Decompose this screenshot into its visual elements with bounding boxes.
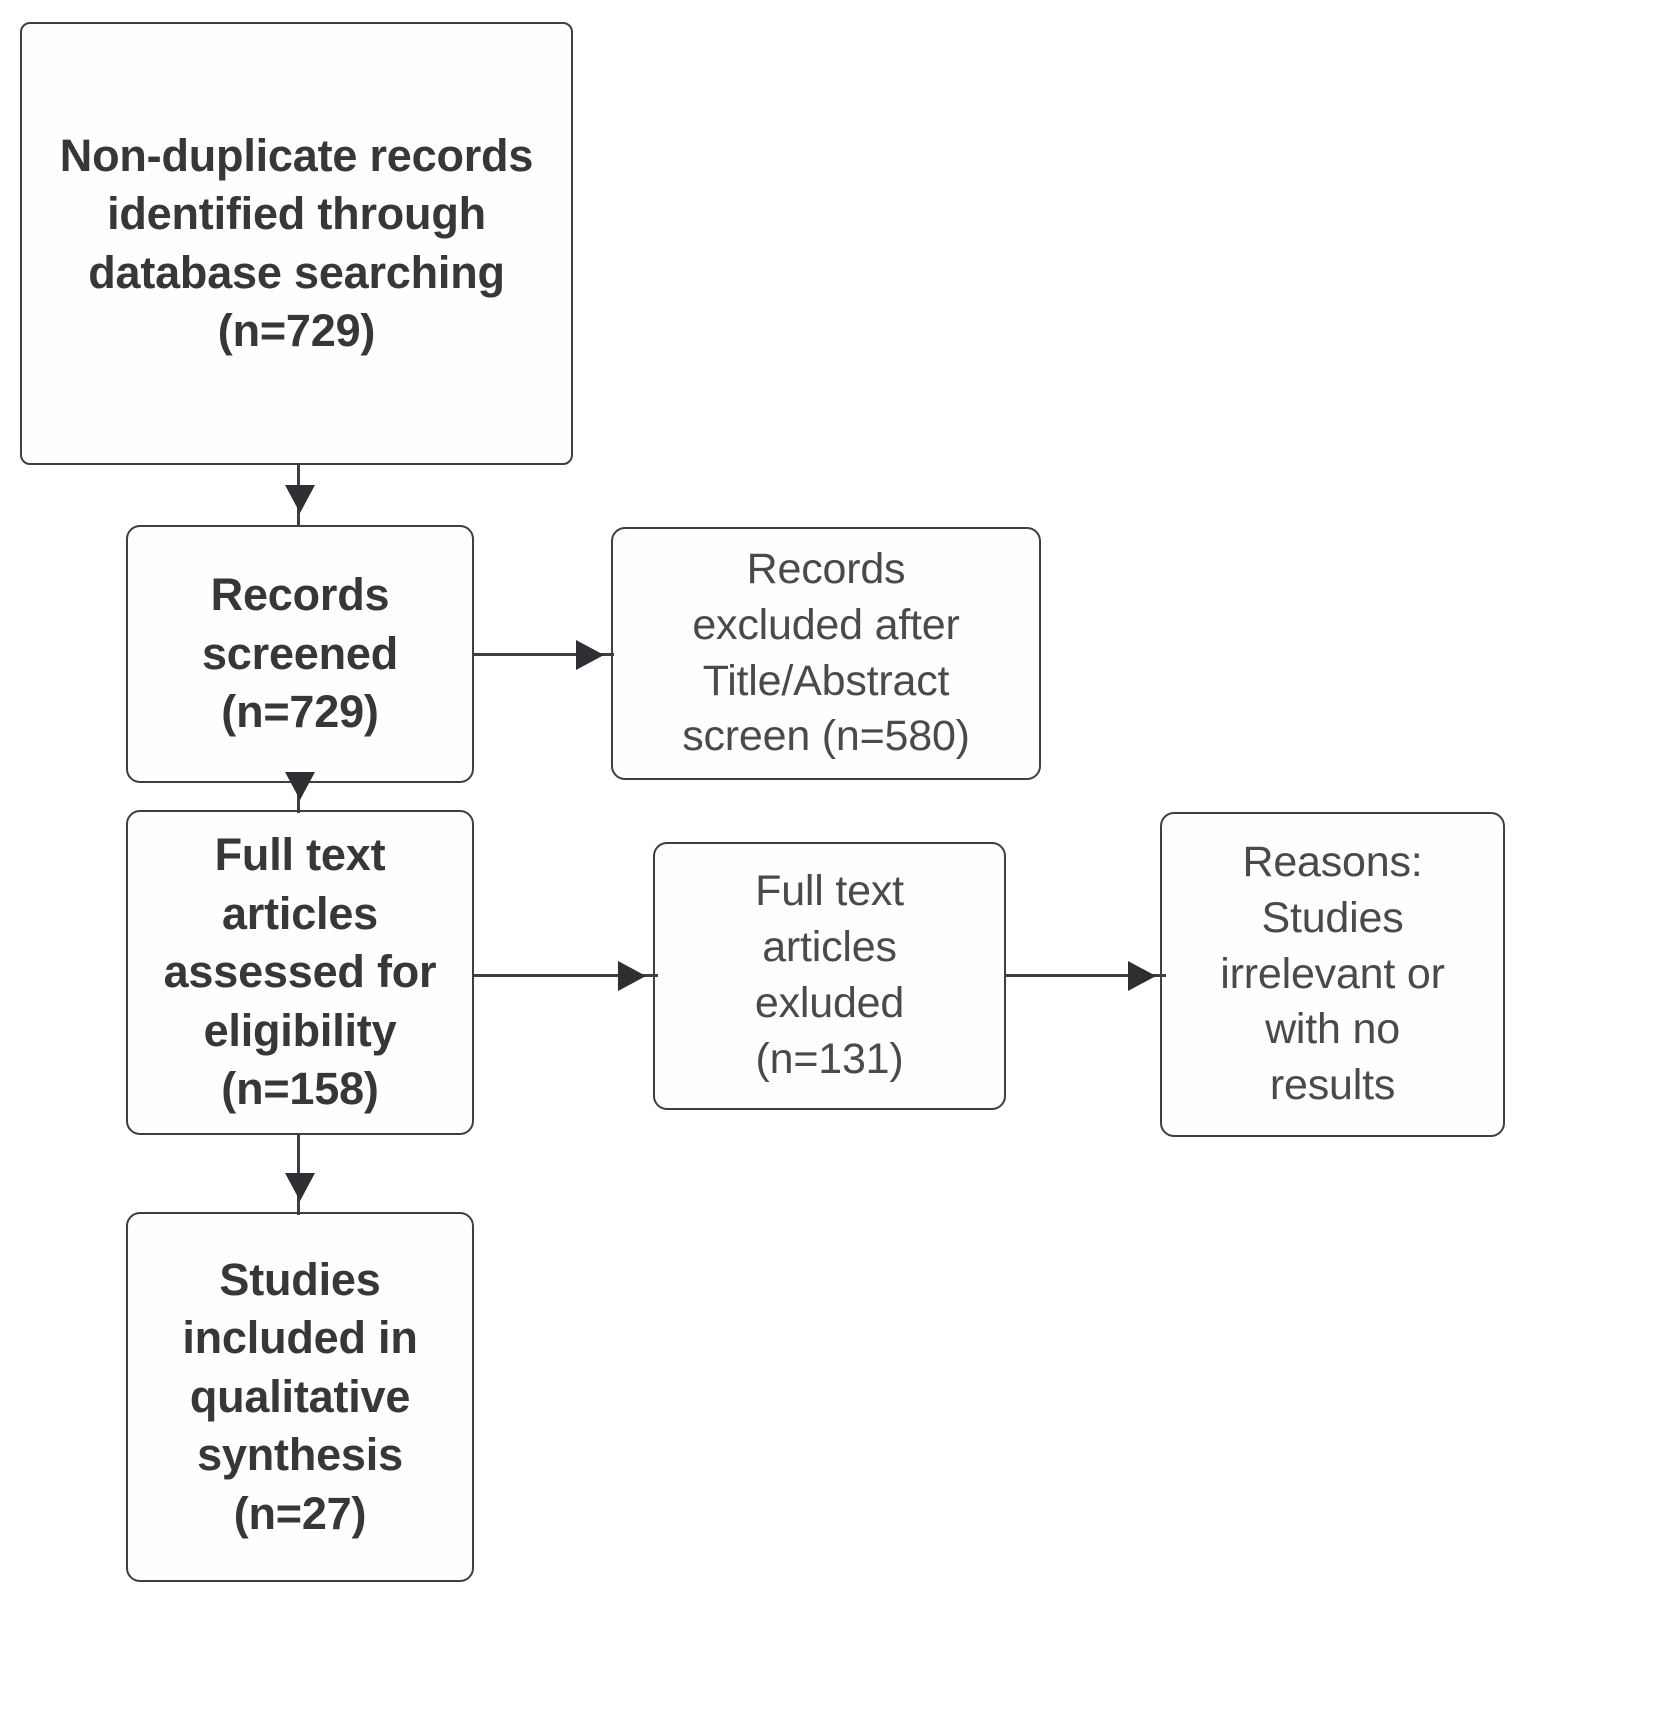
node-exclusion-reasons: Reasons: Studies irrelevant or with no r… [1160, 812, 1505, 1137]
arrow-down-icon [285, 485, 315, 513]
edge-fulltext-excluded-to-reasons [1006, 974, 1166, 977]
node-records-screened: Records screened (n=729) [126, 525, 474, 783]
node-label: Records screened (n=729) [201, 569, 399, 738]
edge-fulltext-to-fulltext-excluded [474, 974, 658, 977]
arrow-down-icon [285, 772, 315, 800]
node-full-text-articles-excluded: Full text articles exluded (n=131) [653, 842, 1006, 1110]
node-studies-included-qualitative-synthesis: Studies included in qualitative synthesi… [126, 1212, 474, 1582]
node-label: Reasons: Studies irrelevant or with no r… [1220, 837, 1445, 1110]
node-label: Full text articles assessed for eligibil… [163, 829, 437, 1115]
arrow-down-icon [285, 1173, 315, 1201]
edge-screened-to-excluded [474, 653, 614, 656]
arrow-right-icon [576, 640, 604, 670]
node-label: Non-duplicate records identified through… [59, 129, 534, 357]
node-non-duplicate-records-identified: Non-duplicate records identified through… [20, 22, 573, 465]
node-label: Records excluded after Title/Abstract sc… [682, 544, 970, 761]
arrow-right-icon [618, 961, 646, 991]
arrow-right-icon [1128, 961, 1156, 991]
node-label: Full text articles exluded (n=131) [754, 867, 905, 1083]
node-full-text-articles-assessed: Full text articles assessed for eligibil… [126, 810, 474, 1135]
node-label: Studies included in qualitative synthesi… [182, 1253, 418, 1539]
node-records-excluded-title-abstract: Records excluded after Title/Abstract sc… [611, 527, 1041, 780]
